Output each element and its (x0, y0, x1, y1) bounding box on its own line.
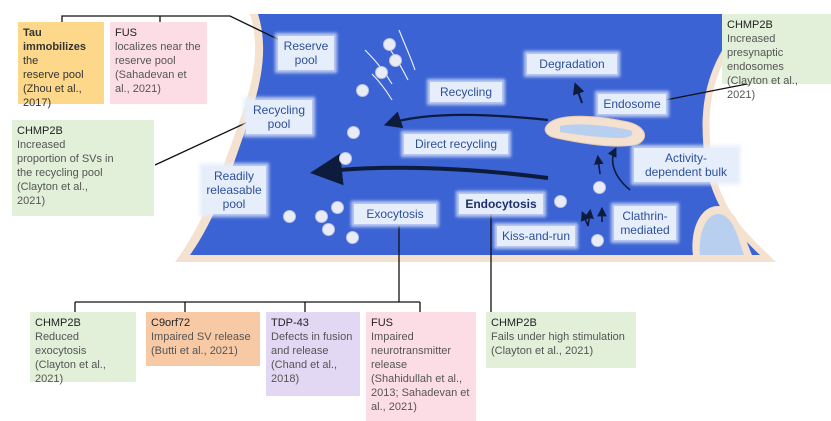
vesicle (339, 152, 352, 165)
direct-recycling-arrow (310, 153, 549, 186)
vesicle (283, 210, 296, 223)
endocytosis-label: Endocytosis (459, 194, 543, 214)
vesicle (591, 234, 604, 247)
direct-recycling-label: Direct recycling (404, 134, 508, 154)
clathrin-mediated-label: Clathrin- mediated (614, 206, 676, 240)
vesicle (347, 126, 360, 139)
endosome-note-connector (649, 82, 753, 104)
exocytosis-tree (74, 226, 421, 312)
exocytosis-label: Exocytosis (354, 204, 436, 224)
bulk-to-endosome-arrow (607, 147, 631, 191)
vesicle (593, 181, 606, 194)
readily-releasable-pool-label: Readily releasable pool (202, 166, 266, 214)
vesicle-up-arrow-1 (594, 154, 604, 175)
chmp2b-endosome-note: CHMP2B Increased presynaptic endosomes (… (722, 14, 831, 101)
fus-bottom-note: FUS Impaired neurotransmitter release (S… (366, 312, 476, 421)
vesicle (375, 66, 388, 79)
c9orf72-note: C9orf72 Impaired SV release (Butti et al… (146, 312, 260, 366)
chmp2b-endocytosis-note: CHMP2B Fails under high stimulation (Cla… (486, 312, 636, 368)
endosome-label: Endosome (598, 94, 666, 114)
vesicle (315, 210, 328, 223)
tdp43-note: TDP-43 Defects in fusion and release (Ch… (266, 312, 360, 396)
vesicle (383, 38, 396, 51)
kiss-arrow-2 (584, 208, 594, 227)
reserve-pool-label: Reserve pool (278, 36, 334, 70)
fus-top-note: FUS localizes near the reserve pool (Sah… (110, 22, 207, 104)
degradation-arrow (573, 82, 585, 104)
kiss-arrow-1 (581, 211, 590, 227)
recycling-arrow (383, 111, 549, 129)
vesicle (554, 195, 567, 208)
vesicle (389, 54, 402, 67)
vesicle (322, 223, 335, 236)
recycling-pool-label: Recycling pool (246, 100, 312, 134)
kiss-and-run-label: Kiss-and-run (497, 226, 575, 246)
vesicle (331, 201, 344, 214)
vesicle (356, 84, 369, 97)
activity-dependent-bulk-label: Activity- dependent bulk (634, 148, 738, 182)
chmp2b-exocytosis-note: CHMP2B Reduced exocytosis (Clayton et al… (30, 312, 136, 385)
chmp2b-recycling-note: CHMP2B Increased proportion of SVs in th… (12, 120, 154, 216)
degradation-label: Degradation (527, 54, 617, 74)
tau-connector (61, 15, 301, 51)
vesicle (346, 231, 359, 244)
recycling-note-connector (154, 120, 251, 166)
recycling-label: Recycling (430, 82, 502, 102)
